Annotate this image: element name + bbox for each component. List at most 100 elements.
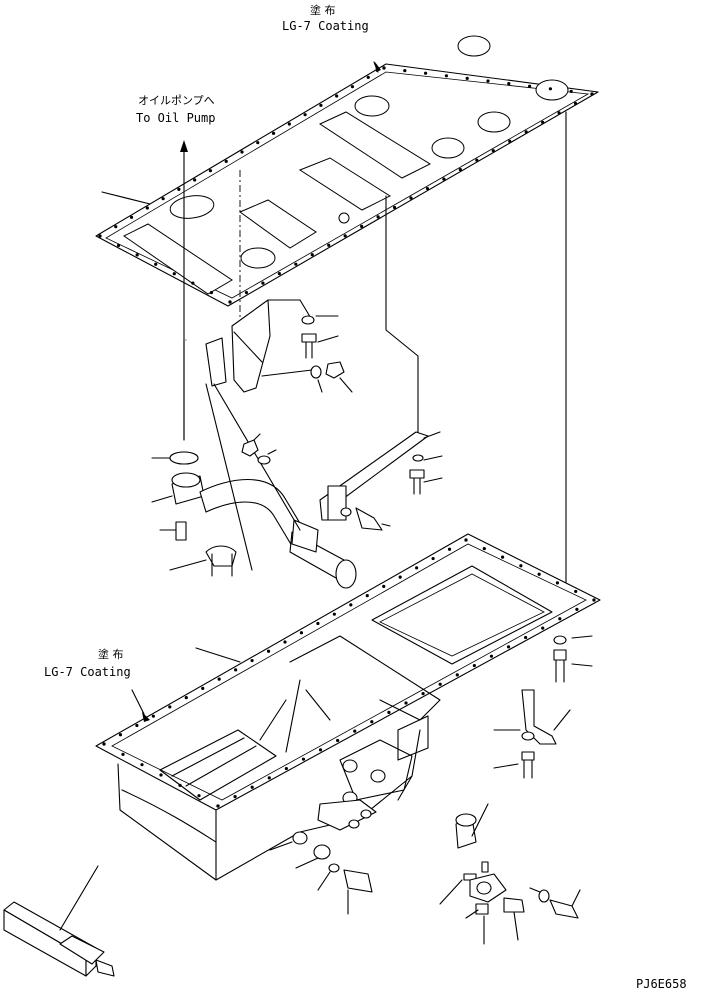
bolt-hole — [376, 215, 380, 219]
bolt-hole — [409, 196, 413, 200]
coating-top-en: LG-7 Coating — [282, 19, 369, 33]
bolt-hole — [464, 538, 468, 542]
bolt-hole — [250, 785, 254, 789]
label-coating-side: 塗 布 LG-7 Coating — [44, 647, 131, 679]
bolt-hole — [244, 290, 249, 295]
coating-top-jp: 塗 布 — [310, 3, 336, 17]
bolt-hole — [98, 234, 102, 238]
pump-en: To Oil Pump — [136, 111, 215, 125]
bolt-hole — [592, 598, 596, 602]
bolt-hole — [250, 658, 254, 663]
bolt-hole — [303, 113, 307, 117]
bolt-hole — [209, 290, 214, 295]
bolt-hole — [332, 612, 336, 616]
bolt-hole — [557, 111, 561, 115]
bolt-hole — [575, 607, 579, 611]
support-bracket — [319, 431, 443, 531]
bolt-hole — [486, 79, 490, 83]
gasket-bolt-holes — [98, 66, 594, 304]
bolt-hole — [421, 692, 425, 696]
bolt-hole — [191, 281, 195, 285]
bolt-hole — [524, 130, 528, 134]
bolt-hole — [387, 710, 391, 714]
bolt-hole — [404, 701, 408, 705]
oil-pan-gasket — [95, 35, 599, 307]
coating-side-en: LG-7 Coating — [44, 665, 131, 679]
bolt-hole — [193, 178, 197, 182]
pan-fasteners-right — [493, 635, 593, 779]
bolt-hole — [500, 555, 505, 559]
gasket-openings — [123, 35, 569, 295]
bolt-hole — [349, 603, 353, 607]
bolt-hole — [548, 87, 553, 91]
bolt-hole — [184, 696, 188, 700]
bolt-hole — [266, 649, 271, 653]
bolt-hole — [573, 101, 578, 106]
bolt-hole — [489, 654, 494, 658]
bolt-hole — [102, 742, 106, 746]
bolt-hole — [403, 69, 407, 73]
bolt-hole — [350, 85, 355, 89]
leader-lines — [101, 191, 241, 663]
bolt-hole — [228, 300, 232, 304]
oil-strainer — [3, 865, 115, 977]
bolt-hole — [135, 723, 139, 728]
bolt-hole — [294, 262, 298, 266]
bolt-hole — [216, 804, 220, 808]
bolt-hole — [370, 720, 374, 724]
bolt-hole — [382, 584, 386, 588]
bolt-hole — [392, 205, 397, 210]
bolt-hole — [438, 682, 442, 686]
bolt-hole — [256, 141, 260, 145]
bolt-hole — [541, 626, 545, 630]
bolt-hole — [519, 564, 523, 568]
bolt-hole — [475, 158, 479, 162]
oil-pan — [95, 533, 601, 881]
bolt-hole — [201, 686, 205, 690]
bolt-hole — [398, 575, 402, 579]
bolt-hole — [507, 82, 511, 86]
bolt-hole — [161, 197, 165, 201]
bolt-hole — [366, 75, 370, 79]
bolt-hole — [121, 752, 125, 756]
bolt-hole — [431, 556, 435, 561]
drawing-code: PJ6E658 — [636, 977, 687, 991]
bolt-hole — [129, 215, 134, 219]
bolt-hole — [145, 206, 149, 210]
bolt-hole — [284, 766, 288, 771]
bolt-hole — [310, 253, 314, 257]
bolt-hole — [574, 589, 578, 594]
bolt-hole — [447, 547, 452, 551]
bolt-hole — [224, 159, 228, 163]
bolt-hole — [524, 635, 528, 640]
bolt-hole — [208, 169, 213, 173]
bolt-hole — [217, 677, 221, 681]
bolt-hole — [118, 733, 123, 737]
bolt-hole — [444, 74, 448, 78]
bolt-hole — [590, 92, 594, 96]
bolt-hole — [382, 66, 386, 70]
bolt-hole — [335, 94, 339, 98]
bolt-hole — [140, 763, 144, 767]
bolt-hole — [506, 645, 511, 649]
bolt-hole — [277, 272, 281, 276]
bolt-hole — [178, 783, 182, 787]
bolt-hole — [491, 149, 495, 153]
bolt-hole — [177, 187, 181, 191]
bolt-hole — [319, 103, 323, 107]
bolt-hole — [240, 150, 244, 154]
bolt-hole — [353, 729, 357, 733]
bolt-hole — [159, 773, 163, 777]
bolt-hole — [425, 186, 430, 191]
bolt-hole — [472, 663, 476, 668]
bolt-hole — [541, 120, 545, 124]
bolt-hole — [442, 177, 446, 181]
bolt-hole — [508, 139, 512, 143]
bolt-hole — [301, 757, 306, 761]
bolt-hole — [316, 621, 320, 626]
bracket-fasteners — [301, 315, 353, 393]
bolt-hole — [299, 631, 304, 635]
bolt-hole — [336, 738, 340, 743]
